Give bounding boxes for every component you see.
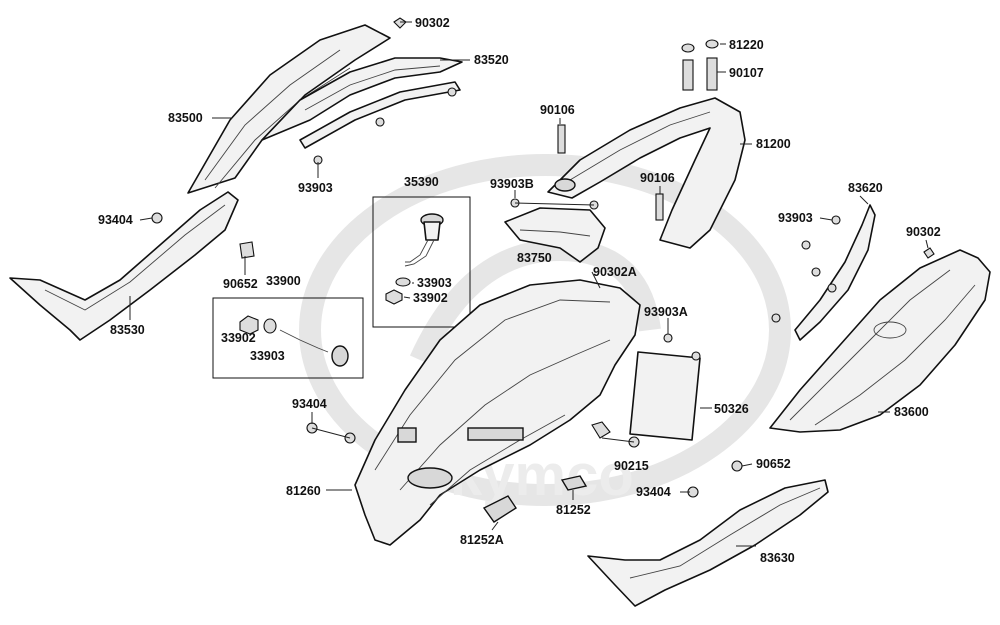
label-50326: 50326 xyxy=(714,402,749,416)
label-33903-box: 33903 xyxy=(417,276,452,290)
label-83530: 83530 xyxy=(110,323,145,337)
label-90215: 90215 xyxy=(614,459,649,473)
part-labels: 90302 83520 83500 93903 93404 83530 9065… xyxy=(98,16,941,565)
label-93903A: 93903A xyxy=(644,305,688,319)
label-93903B: 93903B xyxy=(490,177,534,191)
part-90215-clip xyxy=(591,421,611,439)
part-81220-90107-bolts xyxy=(557,39,719,221)
part-83620-strip xyxy=(771,204,876,341)
label-93404-left: 93404 xyxy=(98,213,133,227)
label-81252A: 81252A xyxy=(460,533,504,547)
label-81200: 81200 xyxy=(756,137,791,151)
box-33900 xyxy=(212,297,364,379)
part-83520-strip xyxy=(261,57,463,141)
label-93903-right: 93903 xyxy=(778,211,813,225)
label-33903-left: 33903 xyxy=(250,349,285,363)
label-83500: 83500 xyxy=(168,111,203,125)
label-81252: 81252 xyxy=(556,503,591,517)
box-35390 xyxy=(372,196,471,328)
leader-lines xyxy=(129,21,929,547)
label-81220: 81220 xyxy=(729,38,764,52)
label-33900: 33900 xyxy=(266,274,301,288)
part-81260-storage-bin xyxy=(354,279,641,546)
fasteners-left xyxy=(151,17,457,444)
label-83600: 83600 xyxy=(894,405,929,419)
part-81200-grab-rail xyxy=(547,97,746,249)
label-83750: 83750 xyxy=(517,251,552,265)
part-35390-socket xyxy=(385,213,444,305)
label-90652-right: 90652 xyxy=(756,457,791,471)
part-33900-socket xyxy=(239,315,349,367)
part-50326-plate xyxy=(629,333,701,441)
label-83520: 83520 xyxy=(474,53,509,67)
label-93404-right: 93404 xyxy=(636,485,671,499)
label-83630: 83630 xyxy=(760,551,795,565)
label-90302-top: 90302 xyxy=(415,16,450,30)
part-83750-bracket xyxy=(504,198,606,263)
part-83500-side-cover xyxy=(187,24,391,194)
label-90652-left: 90652 xyxy=(223,277,258,291)
part-83530-side-rail xyxy=(9,191,239,341)
part-83600-side-cover xyxy=(769,247,991,433)
label-33902-left: 33902 xyxy=(221,331,256,345)
label-90107: 90107 xyxy=(729,66,764,80)
label-81260: 81260 xyxy=(286,484,321,498)
label-90302-right: 90302 xyxy=(906,225,941,239)
part-83520-lower-strip xyxy=(299,81,461,149)
part-81252A-pad xyxy=(482,495,517,523)
brand-watermark: kymco xyxy=(299,154,791,508)
label-93903-left: 93903 xyxy=(298,181,333,195)
part-83630-lower-rail xyxy=(587,460,829,607)
label-83620: 83620 xyxy=(848,181,883,195)
label-90106-a: 90106 xyxy=(540,103,575,117)
label-90106-b: 90106 xyxy=(640,171,675,185)
label-90302A: 90302A xyxy=(593,265,637,279)
label-33902-box: 33902 xyxy=(413,291,448,305)
part-81252-pad xyxy=(560,475,588,491)
label-93404-mid: 93404 xyxy=(292,397,327,411)
label-35390: 35390 xyxy=(404,175,439,189)
